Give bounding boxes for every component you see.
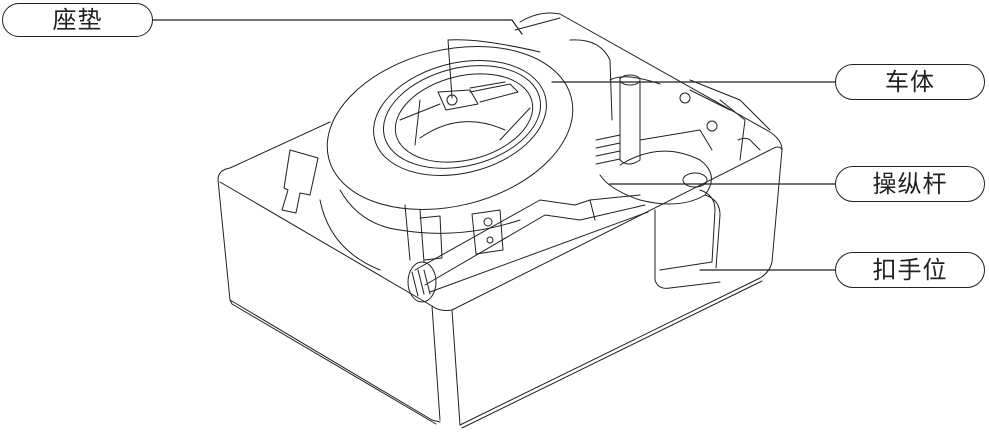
callout-seat: 座垫 [2,3,153,37]
callout-handle-label: 扣手位 [872,256,948,284]
callout-seat-label: 座垫 [52,6,103,34]
top-slot [281,149,319,214]
side-arm [407,194,649,303]
seat-cushion [319,39,574,271]
seat-leader-line [151,19,523,35]
callout-body: 车体 [835,64,985,100]
body-column [404,204,504,263]
grip-area [654,189,721,289]
callout-joystick-label: 操纵杆 [872,170,948,198]
joystick-assembly [569,39,771,205]
callout-joystick: 操纵杆 [835,166,985,202]
callout-handle: 扣手位 [835,252,985,288]
callout-body-label: 车体 [885,68,935,96]
leader-lines [151,19,837,271]
base-box [217,12,783,429]
